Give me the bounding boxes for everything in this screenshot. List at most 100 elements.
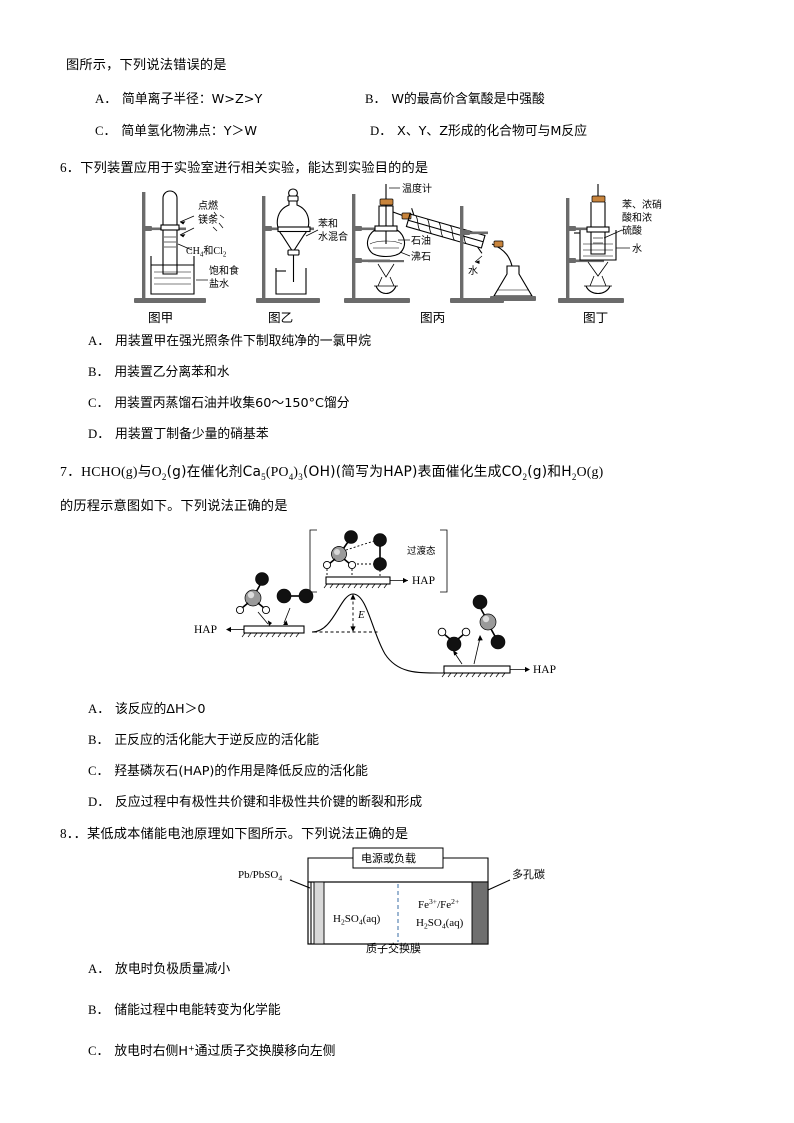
q6-option-c[interactable]: C． 用装置丙蒸馏石油并收集60～150°C馏分	[88, 394, 350, 413]
q7-option-c[interactable]: C． 羟基磷灰石(HAP)的作用是降低反应的活化能	[88, 762, 368, 781]
q6-option-b-label: B．	[88, 365, 110, 379]
q5-option-c-text: 简单氢化物沸点：Y＞W	[121, 124, 257, 139]
q7-number: 7．	[60, 464, 82, 479]
q8-number: 8．．	[60, 826, 87, 841]
q6-option-d[interactable]: D．用装置丁制备少量的硝基苯	[88, 425, 269, 444]
reactants-group: HAP	[194, 572, 314, 638]
q5-option-b-text: W的最高价含氧酸是中强酸	[391, 92, 545, 107]
label-brine-2: 盐水	[209, 277, 229, 290]
q5-option-b-label: B．	[365, 92, 387, 106]
q7-option-b[interactable]: B． 正反应的活化能大于逆反应的活化能	[88, 731, 319, 750]
q6-option-b[interactable]: B． 用装置乙分离苯和水	[88, 363, 230, 382]
transition-state-label: 过渡态	[407, 545, 436, 557]
q5-option-c[interactable]: C． 简单氢化物沸点：Y＞W	[95, 122, 257, 141]
q7-p3: 5	[261, 471, 266, 482]
label-reagents-2: 酸和浓	[622, 211, 652, 224]
q6-option-b-text: 用装置乙分离苯和水	[114, 365, 230, 380]
q7-p8: (OH)(简写为HAP)表面催化生成CO	[302, 464, 523, 480]
label-thermometer: 温度计	[402, 182, 432, 195]
q8-option-a-label: A．	[88, 962, 111, 976]
q7-stem-line1: 7．HCHO(g)与O2(g)在催化剂Ca5(PO4)3(OH)(简写为HAP)…	[60, 462, 603, 484]
label-benzene-water-1: 苯和	[318, 217, 338, 230]
q6-option-c-text: 用装置丙蒸馏石油并收集60～150°C馏分	[114, 396, 350, 411]
q7-option-b-text: 正反应的活化能大于逆反应的活化能	[114, 733, 320, 748]
q7-option-b-label: B．	[88, 733, 110, 747]
q5-option-a-text: 简单离子半径：W>Z>Y	[122, 92, 263, 107]
q5-option-a-label: A．	[95, 92, 118, 106]
caption-ding: 图丁	[583, 310, 609, 325]
q7-p9: 2	[522, 471, 528, 482]
q7-p7: 3	[298, 471, 303, 482]
caption-yi: 图乙	[268, 310, 294, 325]
membrane-label: 质子交换膜	[366, 941, 421, 955]
q6-option-a-label: A．	[88, 334, 111, 348]
q8-option-b-text: 储能过程中电能转变为化学能	[114, 1003, 281, 1018]
q7-option-d[interactable]: D． 反应过程中有极性共价键和非极性共价键的断裂和形成	[88, 793, 422, 812]
q7-energy-diagram: HAP 过渡态 E	[194, 526, 592, 691]
caption-bing: 图丙	[420, 310, 446, 325]
left-electrolyte-label: H2SO4(aq)	[333, 913, 381, 927]
q7-option-d-label: D．	[88, 795, 111, 809]
q5-option-d-text: X、Y、Z形成的化合物可与M反应	[397, 124, 588, 139]
apparatus-bing: 水 温度计 石油 沸石	[344, 182, 536, 303]
label-water-ding: 水	[632, 243, 642, 255]
label-reagents-3: 硫酸	[622, 224, 642, 237]
redox-couple-label: Fe3+/Fe2+	[418, 897, 459, 911]
q5-stem-continuation: 图所示，下列说法错误的是	[66, 58, 227, 73]
label-magnesium: 镁条	[198, 213, 218, 226]
hap-label-top: HAP	[412, 575, 435, 587]
q6-apparatus-figure: 点燃 镁条 CH4和Cl2 饱和食 盐水	[120, 182, 680, 307]
cathode-label: 多孔碳	[512, 867, 545, 881]
right-electrolyte-label: H2SO4(aq)	[416, 917, 464, 931]
apparatus-jia: 点燃 镁条 CH4和Cl2 饱和食 盐水	[134, 190, 239, 303]
label-ignite: 点燃	[198, 199, 218, 212]
anode-label: Pb/PbSO4	[238, 869, 282, 883]
q7-p4: (PO	[265, 464, 289, 479]
caption-jia: 图甲	[148, 310, 174, 325]
q7-option-a[interactable]: A． 该反应的ΔH＞0	[88, 700, 206, 719]
products-group: HAP	[437, 594, 556, 678]
load-label: 电源或负载	[361, 851, 416, 865]
q7-p10: (g)和H	[527, 464, 572, 480]
label-water-bing: 水	[468, 265, 478, 277]
q6-option-c-label: C．	[88, 396, 110, 410]
q6-option-a[interactable]: A． 用装置甲在强光照条件下制取纯净的一氯甲烷	[88, 332, 371, 351]
q8-option-c-text: 放电时右侧H⁺通过质子交换膜移向左侧	[114, 1044, 336, 1059]
q8-stem-text: 某低成本储能电池原理如下图所示。下列说法正确的是	[86, 827, 409, 842]
q7-p6: )	[293, 464, 299, 479]
q7-p0: HCHO(g)与O	[81, 464, 162, 479]
q8-battery-diagram: 电源或负载 H2SO4(aq) Fe3+/Fe2+ H2SO4(aq) Pb/P…	[238, 846, 558, 955]
q7-p12: O(g)	[576, 464, 604, 479]
q8-option-a[interactable]: A． 放电时负极质量减小	[88, 960, 230, 979]
q6-option-d-text: 用装置丁制备少量的硝基苯	[115, 427, 269, 442]
hap-label-right: HAP	[533, 664, 556, 676]
q7-option-d-text: 反应过程中有极性共价键和非极性共价键的断裂和形成	[115, 795, 423, 810]
q7-p2: (g)在催化剂Ca	[166, 464, 262, 480]
q8-option-a-text: 放电时负极质量减小	[115, 962, 231, 977]
q5-option-c-label: C．	[95, 124, 117, 138]
q7-option-a-label: A．	[88, 702, 111, 716]
q8-option-b[interactable]: B． 储能过程中电能转变为化学能	[88, 1001, 281, 1020]
q7-option-c-text: 羟基磷灰石(HAP)的作用是降低反应的活化能	[114, 764, 368, 779]
activation-energy-label: E	[357, 609, 365, 621]
q7-p5: 4	[288, 471, 294, 482]
hap-label-left: HAP	[194, 624, 217, 636]
q6-option-a-text: 用装置甲在强光照条件下制取纯净的一氯甲烷	[115, 334, 371, 349]
q8-stem: 8．．某低成本储能电池原理如下图所示。下列说法正确的是	[60, 824, 408, 845]
q5-option-b[interactable]: B． W的最高价含氧酸是中强酸	[365, 90, 545, 109]
q5-option-d[interactable]: D． X、Y、Z形成的化合物可与M反应	[370, 122, 587, 141]
q8-option-c[interactable]: C． 放电时右侧H⁺通过质子交换膜移向左侧	[88, 1042, 335, 1061]
q5-option-d-label: D．	[370, 124, 393, 138]
q8-option-b-label: B．	[88, 1003, 110, 1017]
label-ch4-cl2: CH4和Cl2	[186, 245, 227, 259]
q5-option-a[interactable]: A． 简单离子半径：W>Z>Y	[95, 90, 262, 109]
label-petroleum: 石油	[411, 234, 431, 247]
q7-option-a-text: 该反应的ΔH＞0	[115, 702, 206, 717]
transition-state-group: HAP 过渡态	[309, 529, 448, 593]
label-brine-1: 饱和食	[209, 264, 239, 277]
q8-option-c-label: C．	[88, 1044, 110, 1058]
q7-option-c-label: C．	[88, 764, 110, 778]
apparatus-ding: 苯、浓硝 酸和浓 硫酸 水	[558, 184, 662, 303]
q7-p1: 2	[161, 471, 167, 482]
